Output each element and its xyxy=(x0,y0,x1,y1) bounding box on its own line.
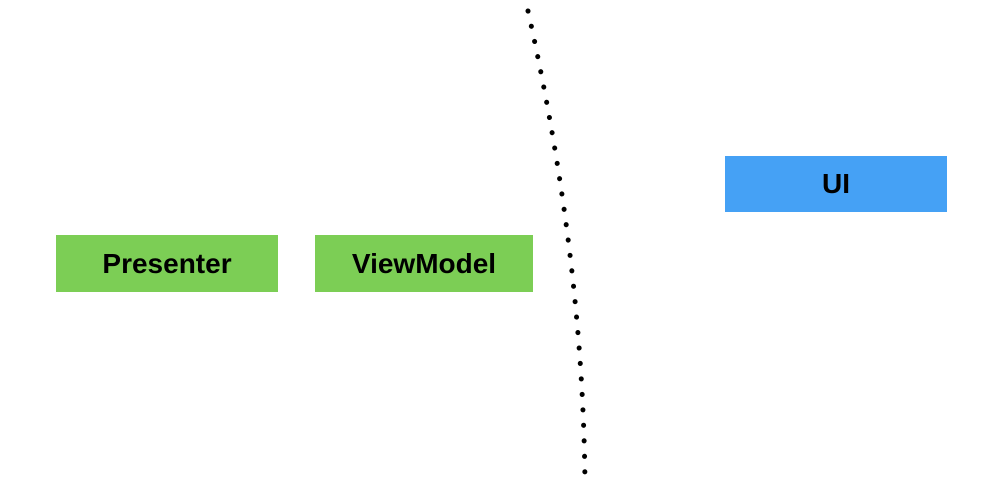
node-presenter: Presenter xyxy=(56,235,278,292)
node-viewmodel-label: ViewModel xyxy=(351,247,497,279)
dotted-curve-path xyxy=(525,8,588,487)
node-ui-label: UI xyxy=(822,168,850,199)
node-ui: UI xyxy=(725,156,947,212)
node-presenter-label: Presenter xyxy=(102,247,232,279)
node-viewmodel: ViewModel xyxy=(315,235,533,292)
